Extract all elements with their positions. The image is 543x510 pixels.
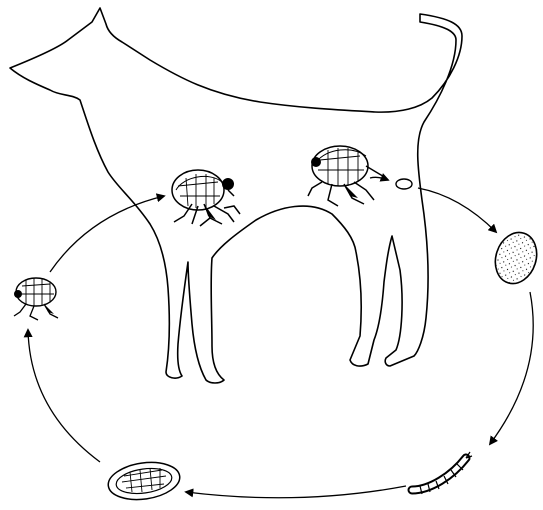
egg-icon <box>489 227 543 289</box>
egg-icon <box>396 179 412 189</box>
flea-icon <box>14 278 58 320</box>
arrow-egg-small-to-egg-large <box>418 188 496 232</box>
larva-icon <box>412 452 472 494</box>
cocoon-icon <box>106 458 182 504</box>
arrow-pupa-to-adult <box>28 330 100 462</box>
arrow-egg-to-larva <box>490 292 533 444</box>
flea-icon <box>308 146 386 206</box>
flea-icon <box>172 170 240 226</box>
arrow-adult-to-dog <box>50 196 164 272</box>
dog-silhouette <box>10 8 462 383</box>
arrow-larva-to-pupa <box>186 486 406 498</box>
